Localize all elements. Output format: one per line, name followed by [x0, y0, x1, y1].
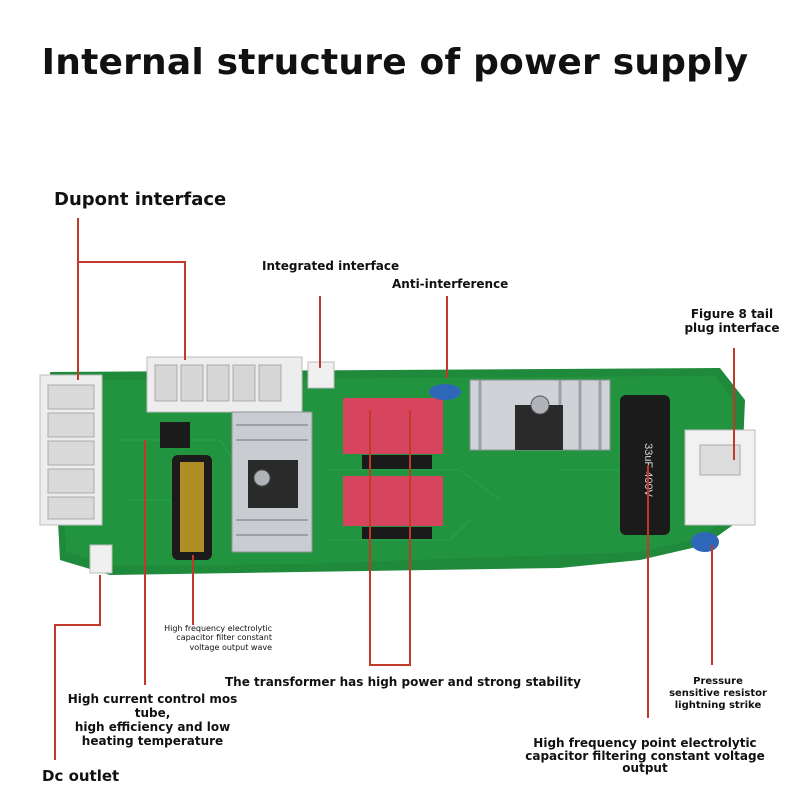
label-dc-outlet: Dc outlet — [42, 767, 120, 785]
label-mos-tube: High current control mos tube, high effi… — [67, 692, 238, 749]
page-title: Internal structure of power supply — [41, 42, 749, 83]
label-integrated-interface: Integrated interface — [262, 259, 400, 273]
label-pressure-resistor: Pressure sensitive resistor lightning st… — [669, 676, 767, 711]
figure8-plug — [684, 429, 756, 526]
heatsink-left — [231, 411, 313, 553]
pressure-sensitive-resistor — [691, 532, 719, 552]
dc-outlet — [89, 544, 113, 574]
transformer-bottom — [343, 476, 443, 539]
mos-tube — [160, 422, 190, 448]
dupont-connector-left — [39, 374, 103, 526]
label-figure8-interface: Figure 8 tail plug interface — [684, 307, 780, 336]
leader-lines — [54, 218, 735, 760]
label-hf-electrolytic-capacitor: High frequency electrolytic capacitor fi… — [164, 624, 272, 652]
anti-interference-capacitor — [429, 384, 461, 400]
transformer-top — [343, 398, 443, 469]
heatsink-right — [469, 379, 611, 451]
dupont-connector-top — [146, 356, 303, 413]
label-anti-interference: Anti-interference — [392, 277, 509, 291]
label-dupont-interface: Dupont interface — [54, 189, 227, 210]
label-hf-point-capacitor: High frequency point electrolytic capaci… — [525, 736, 765, 776]
electrolytic-capacitor-left — [172, 455, 212, 560]
label-transformer: The transformer has high power and stron… — [225, 675, 581, 689]
electrolytic-capacitor-right: 33uF 400V — [620, 395, 670, 535]
